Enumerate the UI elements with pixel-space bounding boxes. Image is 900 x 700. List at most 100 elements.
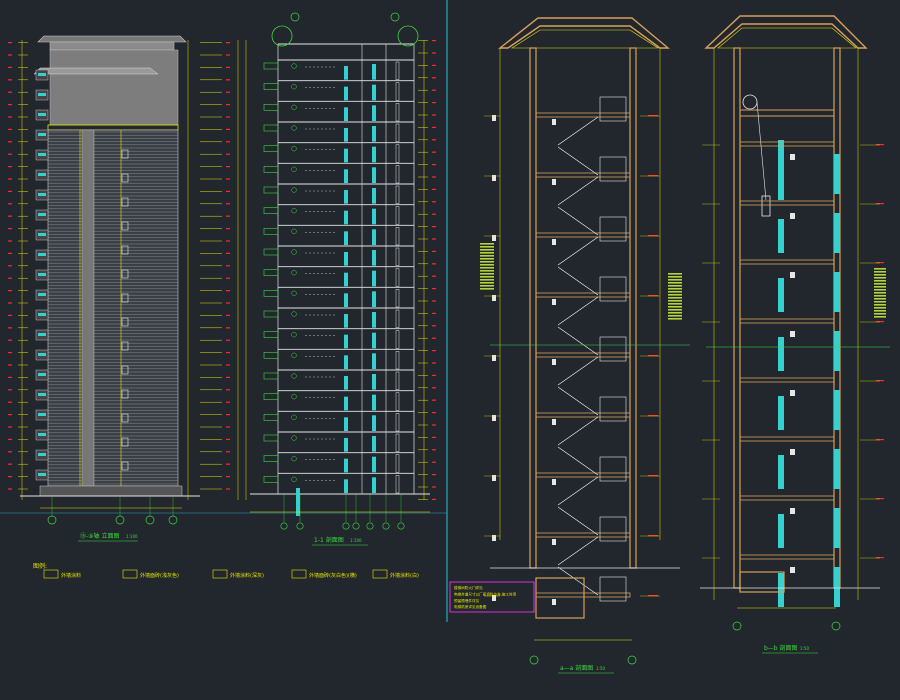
section11-level-mark [432, 77, 436, 79]
section11-level-mark [432, 436, 436, 438]
stair-dim-bar [480, 267, 494, 269]
elevation-level-mark-right [226, 252, 230, 254]
elevation-window [121, 149, 129, 159]
stair-level-tag [492, 115, 496, 121]
stair-tag [552, 599, 556, 605]
stair-level-mark [648, 535, 658, 537]
elevation-level-mark [8, 389, 12, 391]
elevation-level-mark-right [226, 79, 230, 81]
section11-level-mark [432, 300, 436, 302]
elevation-level-mark-right [226, 389, 230, 391]
section11-level-marker [291, 352, 297, 358]
legend-item-label: 外墙面砖(灰白色)(横) [309, 572, 357, 579]
stair-level-tag [492, 475, 496, 481]
stair-axis-left [529, 655, 539, 665]
stair-roof [497, 17, 670, 49]
section11-axis-circle [296, 522, 304, 530]
section11-window-cyan-2 [372, 208, 376, 225]
section11-level-marker [291, 414, 297, 420]
elevator-dim-bar [874, 313, 886, 315]
section11-level-marker [291, 146, 297, 152]
elevation-balcony-glass [38, 293, 46, 296]
section11-axis-circle [342, 522, 350, 530]
stair-handrail [557, 116, 599, 146]
section11-balcony [263, 104, 279, 111]
stair-handrail [557, 176, 599, 206]
section11-stair-rail [395, 454, 400, 473]
section11-level-mark [432, 275, 436, 277]
section11-window-cyan [344, 128, 348, 142]
elevator-dim-bar [874, 277, 886, 279]
elevation-balcony-glass [38, 453, 46, 456]
stair-handrail [557, 236, 599, 266]
elevation-level-mark [8, 352, 12, 354]
elevator-level-mark [876, 203, 884, 205]
elevation-balcony-glass [38, 313, 46, 316]
elevation-level-mark-right [226, 290, 230, 292]
legend-item-label: 外墙面砖(浅灰色) [140, 572, 179, 579]
section11-stair-rail [395, 103, 400, 122]
stair-level-mark [648, 415, 658, 417]
section11-axis-circle [382, 522, 390, 530]
elevator-rail [778, 219, 784, 253]
section11-window-cyan [344, 190, 348, 204]
elevation-balcony-glass [38, 153, 46, 156]
elevator-axis-right [831, 621, 841, 631]
section11-window-cyan-2 [372, 415, 376, 431]
stair-level-tag [492, 595, 496, 601]
elevator-title: b—b 剖面图 [764, 644, 798, 652]
section11-axis-top-2 [390, 12, 400, 22]
notes-box [449, 581, 535, 613]
section11-level-mark [432, 52, 436, 54]
section11-stair-rail [395, 185, 400, 204]
elevation-window [121, 437, 129, 447]
section11-roof-circle-right [397, 25, 419, 47]
elevation-level-mark-right [226, 54, 230, 56]
stair-dim-bar [480, 285, 494, 287]
section11-window-cyan-2 [372, 270, 376, 287]
elevator-tag [790, 272, 795, 278]
elevation-level-mark [8, 178, 12, 180]
section11-window-cyan-2 [372, 394, 376, 411]
elevator-floor-slab [739, 200, 835, 206]
section11-level-mark [432, 164, 436, 166]
elevation-balcony-glass [38, 113, 46, 116]
elevator-rail [778, 160, 784, 194]
elevation-roof [37, 35, 187, 43]
elevator-wall-right [833, 47, 841, 589]
elevation-level-mark [8, 451, 12, 453]
elevator-floor-slab [739, 436, 835, 442]
elevation-level-mark-right [226, 66, 230, 68]
elevator-machine-room-floor [739, 109, 835, 117]
legend-swatch [122, 569, 138, 579]
section11-level-mark [432, 89, 436, 91]
stair-dim-bar-right [668, 303, 682, 305]
elevator-door [834, 567, 840, 607]
section11-level-marker [291, 394, 297, 400]
elevator-rail [778, 573, 784, 607]
section11-level-mark [432, 387, 436, 389]
elevation-balcony-glass [38, 433, 46, 436]
stair-level-tag [492, 175, 496, 181]
elevation-level-mark [8, 203, 12, 205]
stair-handrail [557, 146, 599, 176]
section11-level-mark [432, 226, 436, 228]
section11-window-cyan-2 [372, 477, 376, 493]
elevator-tag [790, 508, 795, 514]
section11-level-marker [291, 373, 297, 379]
section11-stair-rail [395, 330, 400, 349]
section11-level-mark [432, 238, 436, 240]
elevation-level-mark-right [226, 364, 230, 366]
elevator-level-mark [876, 380, 884, 382]
section11-stair-rail [395, 165, 400, 184]
stair-dim-bar-right [668, 279, 682, 281]
section11-level-marker [291, 332, 297, 338]
stair-floor-slab [535, 352, 631, 358]
elevator-floor-slab [739, 554, 835, 560]
elevation-level-mark-right [226, 116, 230, 118]
elevator-door [834, 331, 840, 371]
elevator-roof-inner [717, 27, 857, 49]
section11-window-cyan [344, 66, 348, 80]
elevator-tag [790, 331, 795, 337]
